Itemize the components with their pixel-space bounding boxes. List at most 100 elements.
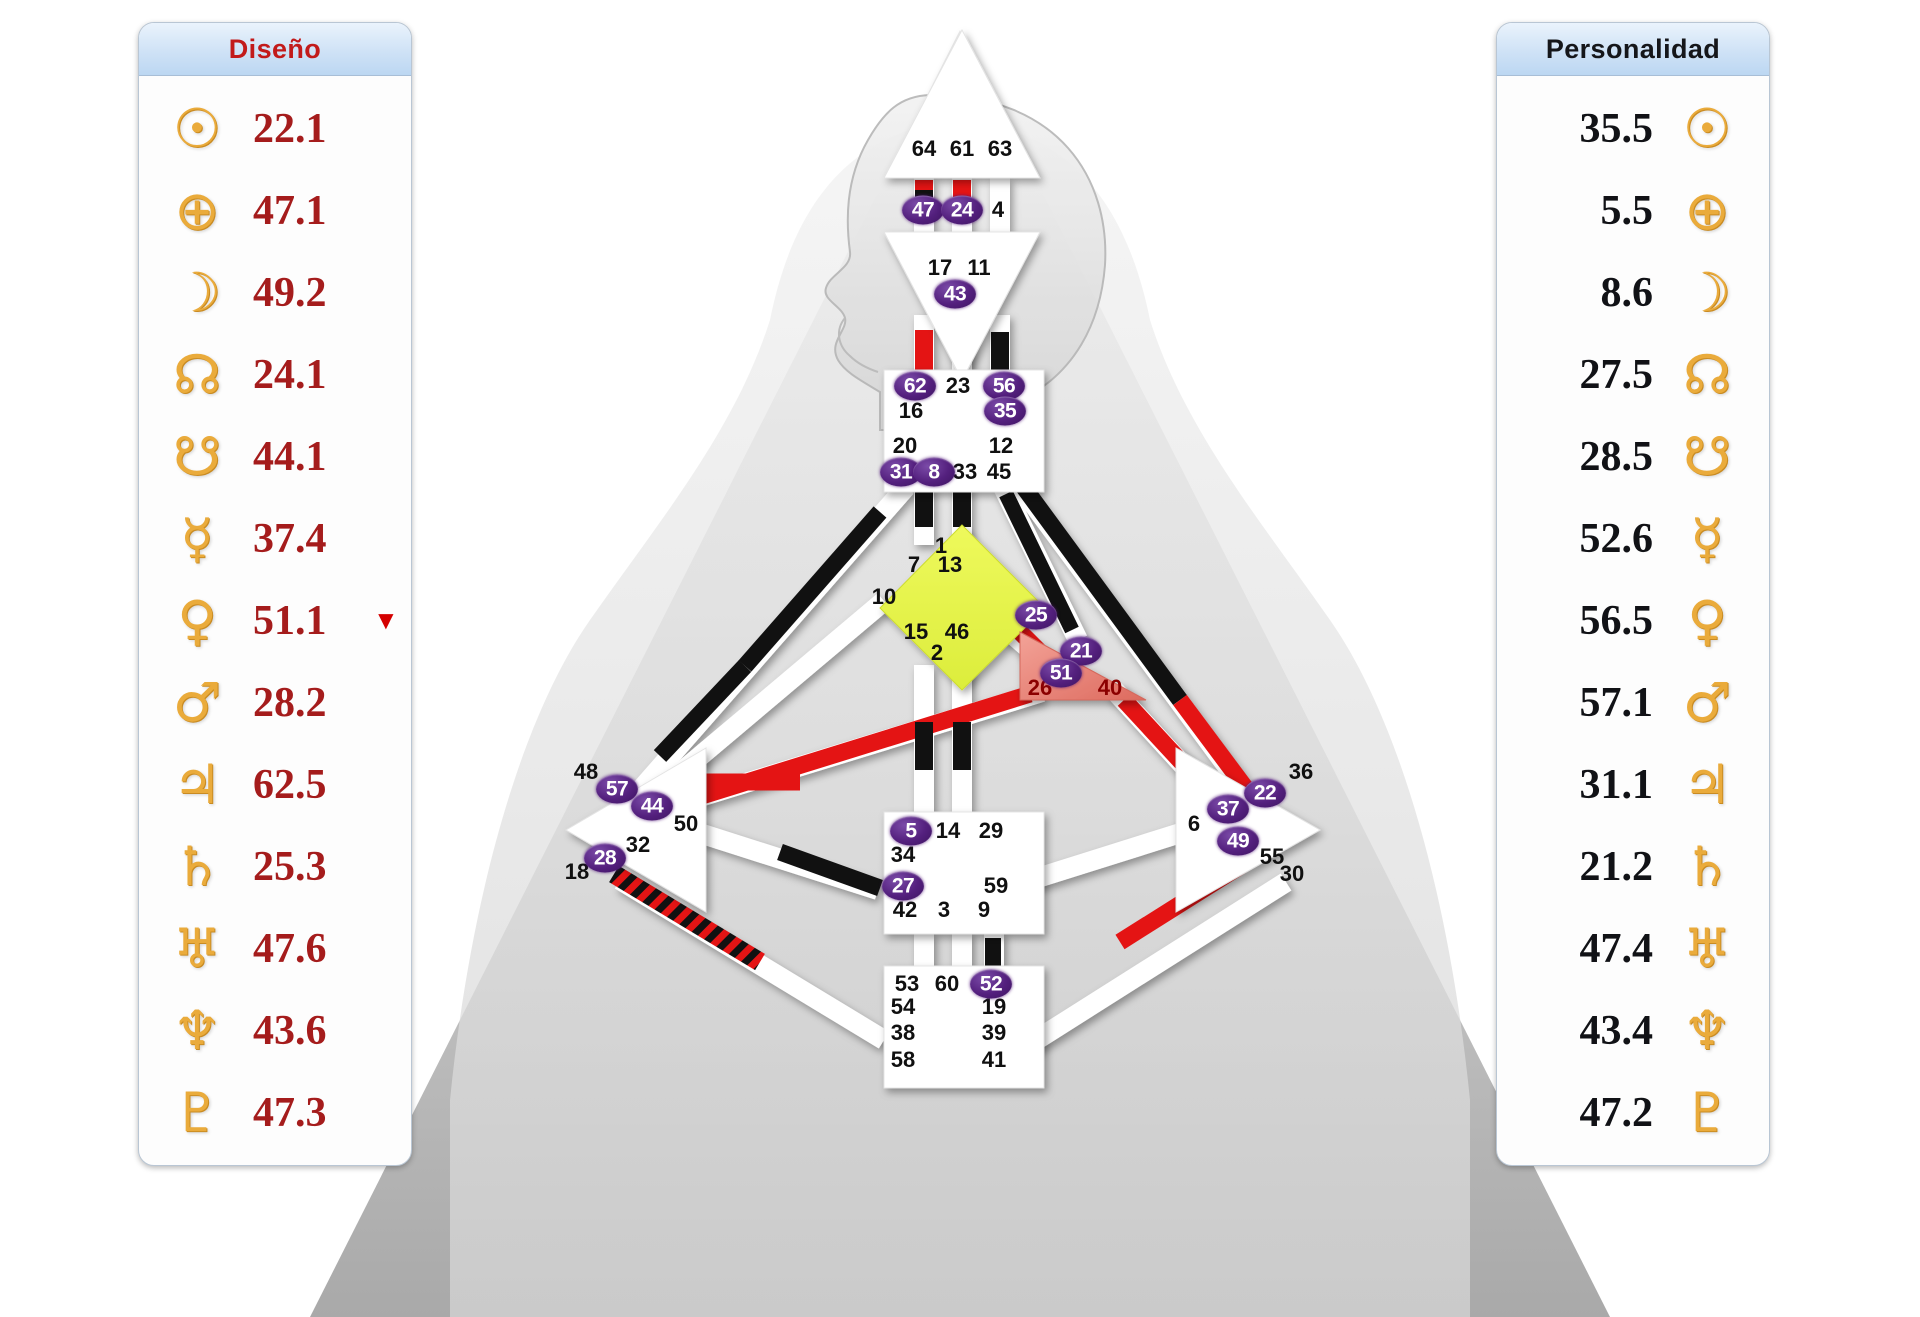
gate-activation-22[interactable]: 22 [1244, 778, 1286, 808]
gate-label-45[interactable]: 45 [986, 459, 1012, 484]
gate-label-11[interactable]: 11 [967, 255, 991, 280]
gate-label-32[interactable]: 32 [625, 832, 651, 857]
gate-activation-27[interactable]: 27 [882, 871, 924, 901]
design-mercury-value: 37.4 [253, 516, 327, 562]
personality-row-earth[interactable]: 5.5⊕ [1497, 170, 1769, 252]
neptune-icon: ♆ [172, 999, 222, 1062]
personality-row-mercury[interactable]: 52.6☿ [1497, 498, 1769, 580]
gate-label-1[interactable]: 1 [934, 533, 948, 558]
gate-label-61[interactable]: 61 [949, 136, 975, 161]
gate-label-4[interactable]: 4 [991, 197, 1005, 222]
personality-row-venus[interactable]: 56.5♀ [1497, 580, 1769, 662]
gate-label-63[interactable]: 63 [987, 136, 1013, 161]
design-row-neptune[interactable]: ♆ 43.6 [139, 990, 411, 1072]
gate-activation-24[interactable]: 24 [941, 195, 983, 225]
gate-label-50[interactable]: 50 [673, 811, 699, 836]
gate-label-59[interactable]: 59 [983, 873, 1009, 898]
gate-label-64[interactable]: 64 [911, 136, 937, 161]
gate-label-48[interactable]: 48 [573, 759, 599, 784]
gate-label-42[interactable]: 42 [892, 897, 918, 922]
personality-row-jupiter[interactable]: 31.1♃ [1497, 744, 1769, 826]
gate-label-34[interactable]: 34 [890, 842, 916, 867]
personality-saturn-value: 21.2 [1579, 844, 1654, 890]
design-neptune-value: 43.6 [253, 1008, 327, 1054]
gate-label-40[interactable]: 40 [1097, 675, 1123, 700]
gate-label-38[interactable]: 38 [890, 1020, 916, 1045]
gate-label-14[interactable]: 14 [935, 818, 961, 843]
personality-pluto-value: 47.2 [1579, 1090, 1654, 1136]
personality-row-neptune[interactable]: 43.4♆ [1497, 990, 1769, 1072]
design-uranus-value: 47.6 [253, 926, 327, 972]
gate-activation-37[interactable]: 37 [1207, 794, 1249, 824]
personality-row-north-node[interactable]: 27.5☊ [1497, 334, 1769, 416]
gate-activation-49[interactable]: 49 [1217, 826, 1259, 856]
gate-label-58[interactable]: 58 [890, 1047, 916, 1072]
gate-label-36[interactable]: 36 [1288, 759, 1314, 784]
design-row-earth[interactable]: ⊕47.1 [139, 170, 411, 252]
gate-label-39[interactable]: 39 [981, 1020, 1007, 1045]
design-row-uranus[interactable]: ♅47.6 [139, 908, 411, 990]
personality-row-sun[interactable]: 35.5☉ [1497, 88, 1769, 170]
design-row-saturn[interactable]: ♄25.3 [139, 826, 411, 908]
gate-activation-57[interactable]: 57 [596, 774, 638, 804]
gate-activation-28[interactable]: 28 [584, 843, 626, 873]
gate-label-6[interactable]: 6 [1187, 811, 1201, 836]
gate-label-15[interactable]: 15 [903, 619, 929, 644]
personality-sun-value: 35.5 [1579, 106, 1654, 152]
gate-label-9[interactable]: 9 [977, 897, 991, 922]
gate-label-20[interactable]: 20 [892, 433, 918, 458]
gate-label-17[interactable]: 17 [927, 255, 953, 280]
design-row-north-node[interactable]: ☊24.1 [139, 334, 411, 416]
gate-label-55[interactable]: 55 [1259, 844, 1285, 869]
gate-activation-56[interactable]: 56 [983, 371, 1025, 401]
gate-label-30[interactable]: 30 [1279, 861, 1305, 886]
design-row-pluto[interactable]: ♇47.3 [139, 1072, 411, 1154]
gate-label-53[interactable]: 53 [894, 971, 920, 996]
design-row-south-node[interactable]: ☋44.1 [139, 416, 411, 498]
design-row-sun[interactable]: ☉22.1 [139, 88, 411, 170]
personality-row-saturn[interactable]: 21.2♄ [1497, 826, 1769, 908]
design-row-mercury[interactable]: ☿37.4 [139, 498, 411, 580]
gate-label-12[interactable]: 12 [988, 433, 1014, 458]
design-mars-value: 28.2 [253, 680, 327, 726]
personality-row-south-node[interactable]: 28.5☋ [1497, 416, 1769, 498]
design-row-mars[interactable]: ♂28.2 [139, 662, 411, 744]
gate-activation-8[interactable]: 8 [913, 457, 955, 487]
design-pluto-value: 47.3 [253, 1090, 327, 1136]
neptune-icon: ♆ [1682, 999, 1732, 1062]
gate-activation-44[interactable]: 44 [631, 791, 673, 821]
gate-label-41[interactable]: 41 [981, 1047, 1007, 1072]
gate-activation-62[interactable]: 62 [894, 371, 936, 401]
gate-activation-43[interactable]: 43 [934, 279, 976, 309]
gate-activation-51[interactable]: 51 [1040, 658, 1082, 688]
design-row-venus[interactable]: ♀51.1▼ [139, 580, 411, 662]
gate-label-23[interactable]: 23 [945, 373, 971, 398]
gate-label-7[interactable]: 7 [907, 552, 921, 577]
gate-activation-35[interactable]: 35 [984, 396, 1026, 426]
personality-mercury-value: 52.6 [1579, 516, 1654, 562]
gate-label-2[interactable]: 2 [930, 640, 944, 665]
design-sun-value: 22.1 [253, 106, 327, 152]
gate-activation-47[interactable]: 47 [902, 195, 944, 225]
gate-activation-25[interactable]: 25 [1015, 600, 1057, 630]
gate-label-10[interactable]: 10 [871, 584, 897, 609]
design-row-jupiter[interactable]: ♃62.5 [139, 744, 411, 826]
channel-17-62 [915, 330, 933, 374]
design-row-moon[interactable]: ☽49.2 [139, 252, 411, 334]
personality-row-uranus[interactable]: 47.4♅ [1497, 908, 1769, 990]
gate-activation-21[interactable]: 21 [1060, 636, 1102, 666]
gate-activation-52[interactable]: 52 [970, 969, 1012, 999]
gate-label-33[interactable]: 33 [952, 459, 978, 484]
channel-46-29 [953, 722, 971, 770]
gate-label-29[interactable]: 29 [978, 818, 1004, 843]
personality-row-pluto[interactable]: 47.2♇ [1497, 1072, 1769, 1154]
gate-label-60[interactable]: 60 [934, 971, 960, 996]
gate-activation-5[interactable]: 5 [890, 816, 932, 846]
personality-row-moon[interactable]: 8.6☽ [1497, 252, 1769, 334]
gate-label-16[interactable]: 16 [898, 398, 924, 423]
personality-row-mars[interactable]: 57.1♂ [1497, 662, 1769, 744]
gate-label-46[interactable]: 46 [944, 619, 970, 644]
gate-label-13[interactable]: 13 [937, 552, 963, 577]
gate-label-3[interactable]: 3 [937, 897, 951, 922]
gate-label-54[interactable]: 54 [890, 994, 916, 1019]
